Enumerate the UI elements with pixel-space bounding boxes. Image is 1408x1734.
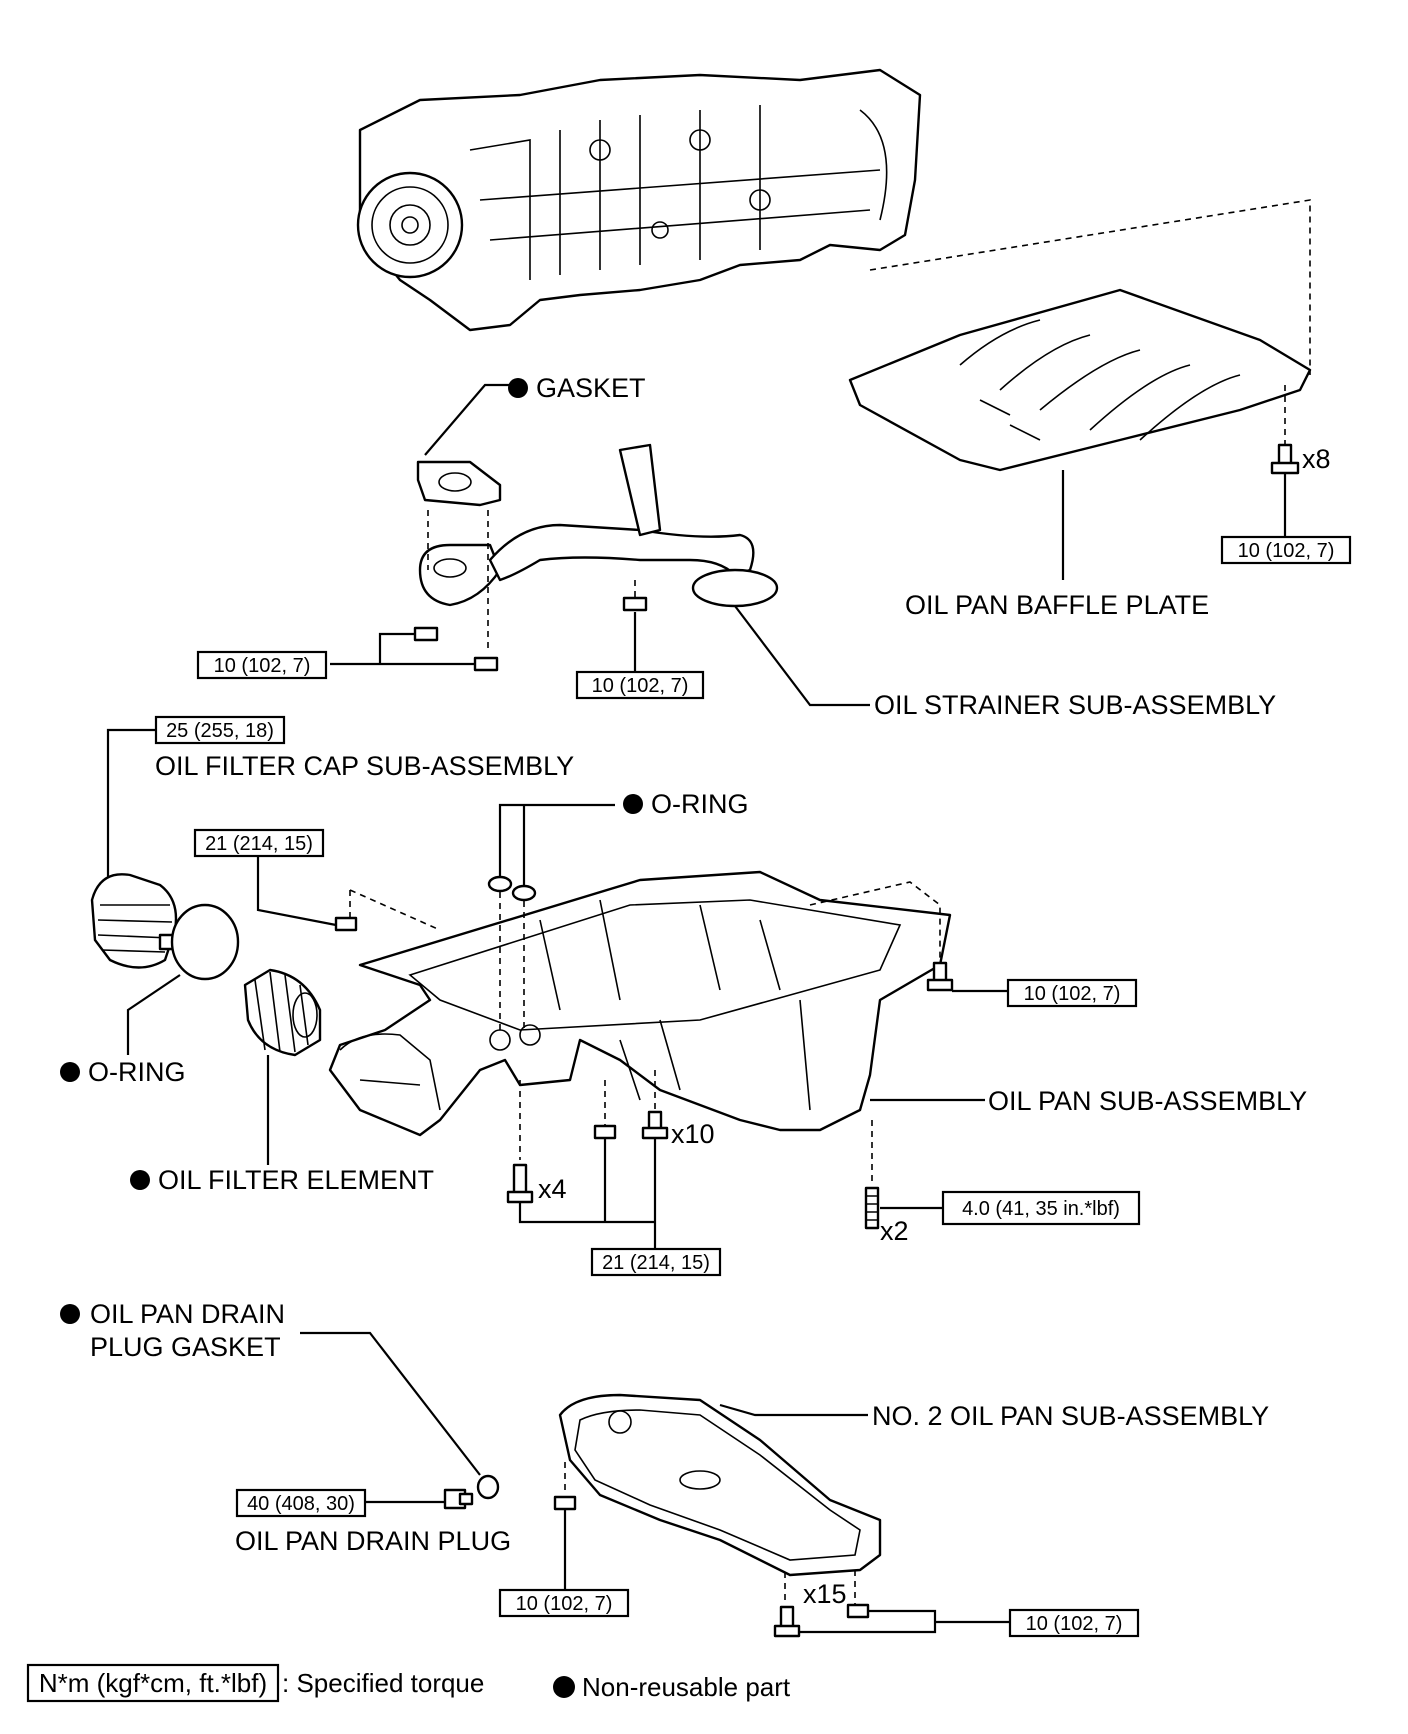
legend-non-reusable: Non-reusable part (553, 1672, 791, 1702)
oil-filter-cap-drawing (90, 873, 182, 969)
oil-strainer-drawing (418, 443, 779, 608)
torque-box-baffle: 10 (102, 7) (1220, 535, 1352, 565)
legend-torque-unit: N*m (kgf*cm, ft.*lbf) (39, 1668, 267, 1698)
qty-pan-bolts-10: x10 (671, 1119, 715, 1149)
label-oil-filter-element: OIL FILTER ELEMENT (158, 1165, 434, 1195)
non-reusable-dot-filter-element (130, 1170, 150, 1190)
stud-icon (864, 1186, 880, 1230)
label-oil-pan-baffle-plate: OIL PAN BAFFLE PLATE (905, 590, 1209, 620)
o-ring-left-drawing (170, 903, 240, 981)
oil-pan-baffle-plate-drawing (848, 288, 1312, 472)
legend-torque: N*m (kgf*cm, ft.*lbf) : Specified torque (26, 1663, 484, 1703)
qty-studs: x2 (880, 1216, 909, 1246)
label-o-ring-top: O-RING (651, 789, 749, 819)
svg-text:10 (102, 7): 10 (102, 7) (592, 675, 689, 697)
torque-box-stud: 4.0 (41, 35 in.*lbf) (941, 1190, 1141, 1226)
drain-gasket-drawing (476, 1474, 500, 1500)
svg-text:10 (102, 7): 10 (102, 7) (214, 655, 311, 677)
gasket-drawing (416, 460, 502, 507)
torque-box-pan-right: 10 (102, 7) (1006, 978, 1138, 1008)
torque-box-no2-right: 10 (102, 7) (1008, 1608, 1140, 1638)
torque-box-pan-bottom: 21 (214, 15) (590, 1247, 722, 1277)
non-reusable-dot-gasket (508, 378, 528, 398)
label-o-ring-left: O-RING (88, 1057, 186, 1087)
baffle-bolt-icon (1270, 443, 1300, 475)
legend-torque-desc: : Specified torque (282, 1668, 484, 1698)
torque-box-strainer-left: 10 (102, 7) (196, 650, 328, 680)
torque-box-no2-left: 10 (102, 7) (498, 1588, 630, 1618)
pan-nut-icon (334, 916, 358, 932)
qty-no2-bolts: x15 (803, 1579, 847, 1609)
torque-box-strainer-right: 10 (102, 7) (575, 670, 705, 700)
non-reusable-dot-o-ring-left (60, 1062, 80, 1082)
legend-non-reusable-text: Non-reusable part (582, 1672, 791, 1702)
svg-text:10 (102, 7): 10 (102, 7) (516, 1593, 613, 1615)
torque-box-pan-nut: 21 (214, 15) (193, 828, 325, 858)
torque-box-drain-plug: 40 (408, 30) (235, 1488, 367, 1518)
qty-baffle-bolts: x8 (1302, 444, 1331, 474)
pan-bolt-x10-icon (641, 1110, 669, 1140)
svg-text:21 (214, 15): 21 (214, 15) (602, 1252, 710, 1274)
label-oil-pan-drain-plug: OIL PAN DRAIN PLUG (235, 1526, 511, 1556)
svg-text:21 (214, 15): 21 (214, 15) (205, 833, 313, 855)
svg-text:10 (102, 7): 10 (102, 7) (1026, 1613, 1123, 1635)
label-drain-plug-gasket-2: PLUG GASKET (90, 1332, 281, 1362)
pan-right-bolt-icon (926, 961, 954, 992)
svg-text:10 (102, 7): 10 (102, 7) (1024, 983, 1121, 1005)
non-reusable-dot-drain-gasket (60, 1304, 80, 1324)
oil-filter-element-drawing (243, 968, 322, 1057)
pan-bottom-nut-icon (593, 1124, 617, 1140)
strainer-nut-icon (413, 596, 648, 672)
label-gasket: GASKET (536, 373, 646, 403)
torque-box-filter-cap: 25 (255, 18) (154, 715, 286, 745)
label-oil-filter-cap: OIL FILTER CAP SUB-ASSEMBLY (155, 751, 574, 781)
o-ring-top-drawing-1 (487, 875, 513, 893)
svg-text:25 (255, 18): 25 (255, 18) (166, 720, 274, 742)
o-ring-top-drawing-2 (511, 884, 537, 902)
label-drain-plug-gasket-1: OIL PAN DRAIN (90, 1299, 285, 1329)
pan-bolt-x4-icon (506, 1163, 534, 1204)
no2-bolt-icon (773, 1605, 801, 1638)
label-oil-pan-sub-assembly: OIL PAN SUB-ASSEMBLY (988, 1086, 1307, 1116)
svg-text:4.0 (41, 35 in.*lbf): 4.0 (41, 35 in.*lbf) (962, 1198, 1120, 1220)
no2-oil-pan-drawing (558, 1393, 882, 1577)
label-no2-oil-pan: NO. 2 OIL PAN SUB-ASSEMBLY (872, 1401, 1269, 1431)
drain-plug-icon (443, 1488, 474, 1510)
svg-text:40 (408, 30): 40 (408, 30) (247, 1493, 355, 1515)
svg-text:10 (102, 7): 10 (102, 7) (1238, 540, 1335, 562)
no2-nut-right-icon (846, 1603, 870, 1619)
no2-nut-icon (553, 1495, 577, 1511)
non-reusable-dot-o-ring-top (623, 794, 643, 814)
qty-pan-bolts-4: x4 (538, 1174, 567, 1204)
label-oil-strainer: OIL STRAINER SUB-ASSEMBLY (874, 690, 1276, 720)
oil-pan-drawing (328, 870, 952, 1137)
engine-block-drawing (356, 68, 922, 332)
